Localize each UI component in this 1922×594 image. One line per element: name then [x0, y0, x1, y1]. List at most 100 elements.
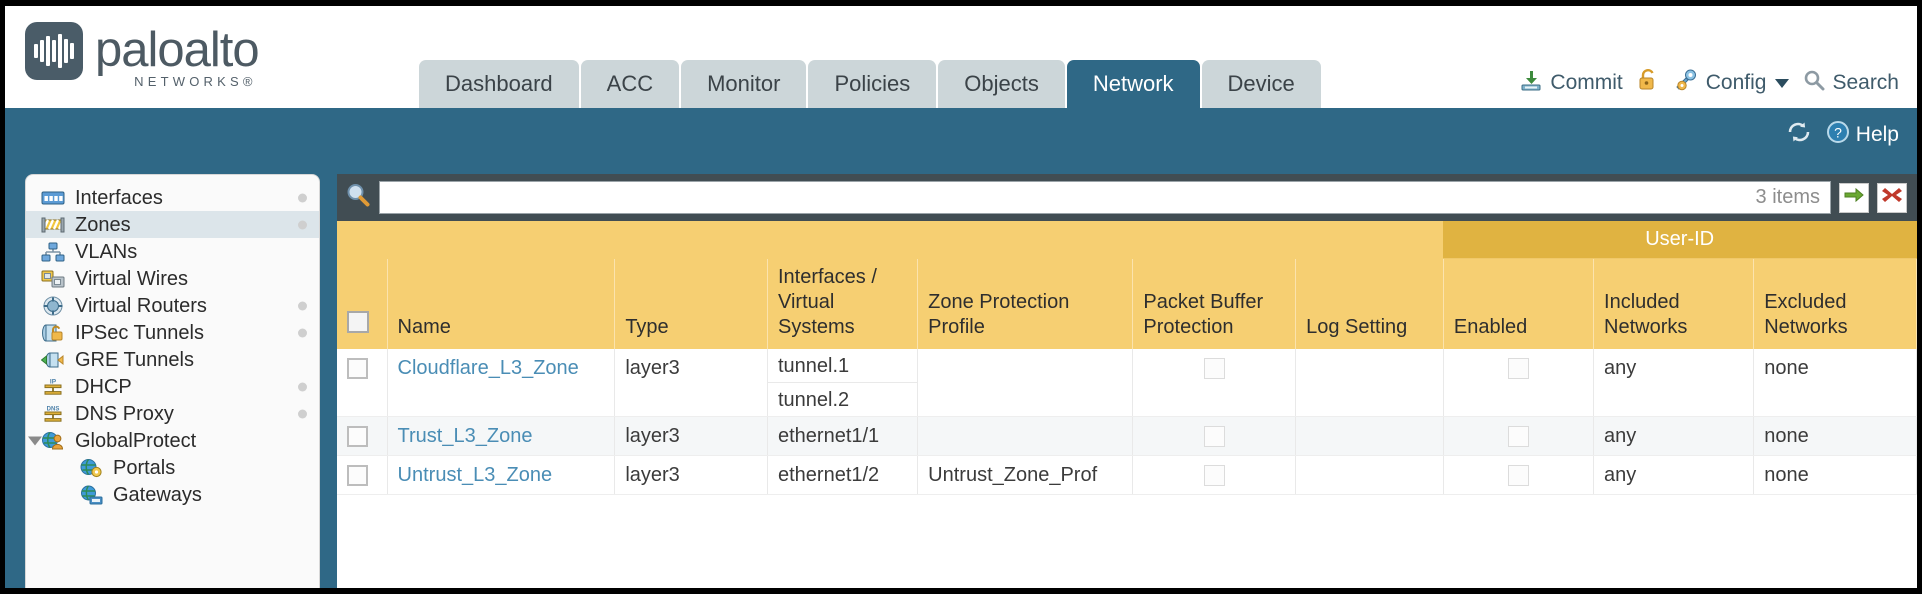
- packet-buffer-protection-checkbox[interactable]: [1203, 357, 1225, 379]
- sidebar-item-label: Virtual Wires: [75, 267, 188, 290]
- expander-collapse-icon[interactable]: [28, 436, 42, 445]
- zone-link[interactable]: Trust_L3_Zone: [397, 424, 533, 447]
- cell-excluded-networks: none: [1753, 348, 1917, 417]
- userid-enabled-checkbox[interactable]: [1507, 357, 1529, 379]
- clear-filter-button[interactable]: [1877, 182, 1907, 213]
- userid-enabled-checkbox[interactable]: [1507, 425, 1529, 447]
- packet-buffer-protection-checkbox[interactable]: [1203, 464, 1225, 486]
- tab-policies[interactable]: Policies: [808, 60, 937, 108]
- refresh-icon[interactable]: [1786, 120, 1812, 150]
- column-header-packet-buffer-protection[interactable]: Packet Buffer Protection: [1132, 258, 1297, 349]
- cell-name[interactable]: Trust_L3_Zone: [387, 416, 616, 456]
- table-row[interactable]: Untrust_L3_Zone layer3 ethernet1/2 Untru…: [337, 455, 1917, 495]
- magnifier-icon[interactable]: [345, 182, 371, 213]
- row-checkbox[interactable]: [347, 425, 368, 447]
- row-checkbox[interactable]: [347, 464, 368, 486]
- column-header-excluded-networks[interactable]: Excluded Networks: [1753, 258, 1917, 349]
- tab-network[interactable]: Network: [1066, 60, 1200, 108]
- cell-name[interactable]: Cloudflare_L3_Zone: [387, 348, 616, 417]
- brand-text: paloalto NETWORKS®: [95, 22, 260, 89]
- zones-panel: 3 items: [337, 174, 1917, 588]
- help-button[interactable]: ? Help: [1826, 120, 1899, 150]
- sidebar-item-label: VLANs: [75, 240, 138, 263]
- vlans-icon: [40, 242, 66, 262]
- zone-link[interactable]: Cloudflare_L3_Zone: [397, 356, 579, 379]
- sidebar-item-label: Virtual Routers: [75, 294, 207, 317]
- tab-dashboard[interactable]: Dashboard: [419, 60, 579, 108]
- column-header-zone-protection-profile[interactable]: Zone Protection Profile: [917, 258, 1134, 349]
- status-dot: [298, 193, 307, 202]
- sidebar-item-gateways[interactable]: Gateways: [26, 481, 319, 508]
- status-dot: [298, 301, 307, 310]
- sidebar-item-interfaces[interactable]: Interfaces: [26, 184, 319, 211]
- help-icon: ?: [1826, 120, 1850, 150]
- cell-excluded-networks: none: [1753, 416, 1917, 456]
- cell-packet-buffer-protection[interactable]: [1132, 348, 1297, 417]
- virtual-wires-icon: [40, 269, 66, 289]
- sidebar-item-label: DNS Proxy: [75, 402, 174, 425]
- userid-enabled-checkbox[interactable]: [1507, 464, 1529, 486]
- select-all-header[interactable]: [337, 258, 388, 349]
- status-dot: [298, 382, 307, 391]
- sidebar-item-zones[interactable]: Zones: [26, 211, 319, 238]
- zone-link[interactable]: Untrust_L3_Zone: [397, 463, 553, 486]
- table-row[interactable]: Cloudflare_L3_Zone layer3 tunnel.1 tunne…: [337, 348, 1917, 417]
- table-row[interactable]: Trust_L3_Zone layer3 ethernet1/1 any non…: [337, 416, 1917, 456]
- cell-interfaces: tunnel.1 tunnel.2: [767, 348, 919, 417]
- sidebar-item-gre-tunnels[interactable]: GRE Tunnels: [26, 346, 319, 373]
- row-select-cell[interactable]: [337, 455, 388, 495]
- cell-name[interactable]: Untrust_L3_Zone: [387, 455, 616, 495]
- tab-monitor[interactable]: Monitor: [681, 60, 807, 108]
- commit-button[interactable]: Commit: [1519, 68, 1623, 98]
- zones-table: User-ID Name Type Interfaces / Virtual S…: [337, 221, 1917, 495]
- sidebar-item-globalprotect[interactable]: GlobalProtect: [26, 427, 319, 454]
- cell-zone-protection-profile: [917, 348, 1134, 417]
- row-select-cell[interactable]: [337, 348, 388, 417]
- top-action-bar: Commit: [1519, 68, 1899, 98]
- gre-tunnels-icon: [40, 350, 66, 370]
- interface-item: tunnel.2: [777, 388, 850, 411]
- tab-acc[interactable]: ACC: [580, 60, 680, 108]
- apply-filter-button[interactable]: [1839, 182, 1869, 213]
- cell-userid-enabled[interactable]: [1443, 416, 1595, 456]
- search-label: Search: [1832, 71, 1899, 94]
- sidebar-item-ipsec-tunnels[interactable]: IPSec Tunnels: [26, 319, 319, 346]
- tab-objects[interactable]: Objects: [938, 60, 1065, 108]
- search-button[interactable]: Search: [1803, 69, 1899, 97]
- cell-packet-buffer-protection[interactable]: [1132, 455, 1297, 495]
- select-all-checkbox[interactable]: [347, 310, 369, 333]
- cell-included-networks: any: [1593, 348, 1755, 417]
- column-header-enabled[interactable]: Enabled: [1443, 258, 1595, 349]
- tab-device[interactable]: Device: [1201, 60, 1321, 108]
- content-area: Interfaces Zones: [5, 174, 1917, 588]
- sidebar-item-dns-proxy[interactable]: DNS DNS Proxy: [26, 400, 319, 427]
- column-header-type[interactable]: Type: [614, 258, 768, 349]
- dns-proxy-icon: DNS: [40, 404, 66, 424]
- cell-packet-buffer-protection[interactable]: [1132, 416, 1297, 456]
- row-select-cell[interactable]: [337, 416, 388, 456]
- sidebar-item-virtual-wires[interactable]: Virtual Wires: [26, 265, 319, 292]
- filter-bar: 3 items: [337, 174, 1917, 221]
- sidebar-item-label: GlobalProtect: [75, 429, 197, 452]
- column-header-log-setting[interactable]: Log Setting: [1295, 258, 1444, 349]
- search-icon: [1803, 69, 1825, 97]
- packet-buffer-protection-checkbox[interactable]: [1203, 425, 1225, 447]
- search-input[interactable]: 3 items: [379, 181, 1831, 214]
- cell-userid-enabled[interactable]: [1443, 455, 1595, 495]
- lock-button[interactable]: [1637, 68, 1659, 98]
- sidebar-item-label: Interfaces: [75, 186, 163, 209]
- column-header-name[interactable]: Name: [387, 258, 616, 349]
- sidebar-item-dhcp[interactable]: IP DHCP: [26, 373, 319, 400]
- cell-log-setting: [1295, 455, 1444, 495]
- cell-userid-enabled[interactable]: [1443, 348, 1595, 417]
- sidebar-item-label: GRE Tunnels: [75, 348, 194, 371]
- green-arrow-icon: [1843, 185, 1865, 210]
- sidebar-item-vlans[interactable]: VLANs: [26, 238, 319, 265]
- network-sidebar: Interfaces Zones: [25, 174, 320, 588]
- sidebar-item-virtual-routers[interactable]: Virtual Routers: [26, 292, 319, 319]
- sidebar-item-portals[interactable]: Portals: [26, 454, 319, 481]
- column-header-interfaces[interactable]: Interfaces / Virtual Systems: [767, 258, 919, 349]
- column-header-included-networks[interactable]: Included Networks: [1593, 258, 1755, 349]
- config-menu[interactable]: Config: [1673, 68, 1790, 98]
- row-checkbox[interactable]: [347, 357, 368, 379]
